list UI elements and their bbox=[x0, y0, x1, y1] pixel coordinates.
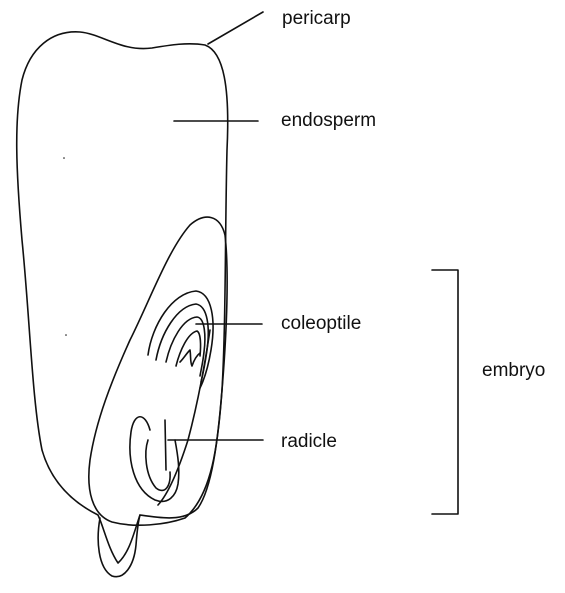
speck bbox=[65, 334, 67, 336]
kernel-outline bbox=[17, 32, 228, 563]
label-endosperm: endosperm bbox=[281, 111, 376, 130]
coleoptile-shell-3 bbox=[166, 317, 205, 376]
label-pericarp: pericarp bbox=[282, 9, 351, 28]
radicle-line bbox=[165, 420, 166, 470]
coleoptile-core bbox=[176, 331, 201, 366]
label-radicle: radicle bbox=[281, 432, 337, 451]
label-embryo: embryo bbox=[482, 361, 545, 380]
plumule-folds bbox=[180, 350, 200, 366]
embryo-bracket bbox=[432, 270, 458, 514]
speck bbox=[63, 157, 65, 159]
label-coleoptile: coleoptile bbox=[281, 314, 361, 333]
radicle-outer bbox=[130, 417, 179, 502]
pericarp-leader-line bbox=[208, 12, 263, 44]
